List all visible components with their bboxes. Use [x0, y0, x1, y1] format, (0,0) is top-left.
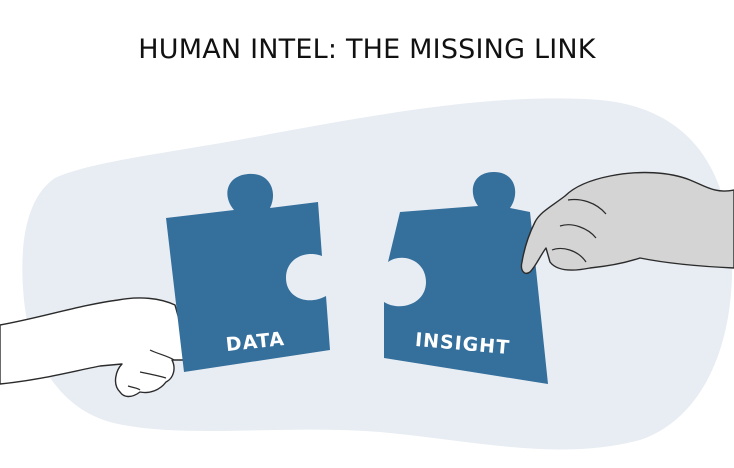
right-hand [520, 171, 734, 274]
puzzle-piece-data [166, 173, 330, 372]
page-title: HUMAN INTEL: THE MISSING LINK [138, 34, 596, 65]
puzzle-piece-insight [384, 172, 548, 384]
left-hand [0, 297, 202, 398]
